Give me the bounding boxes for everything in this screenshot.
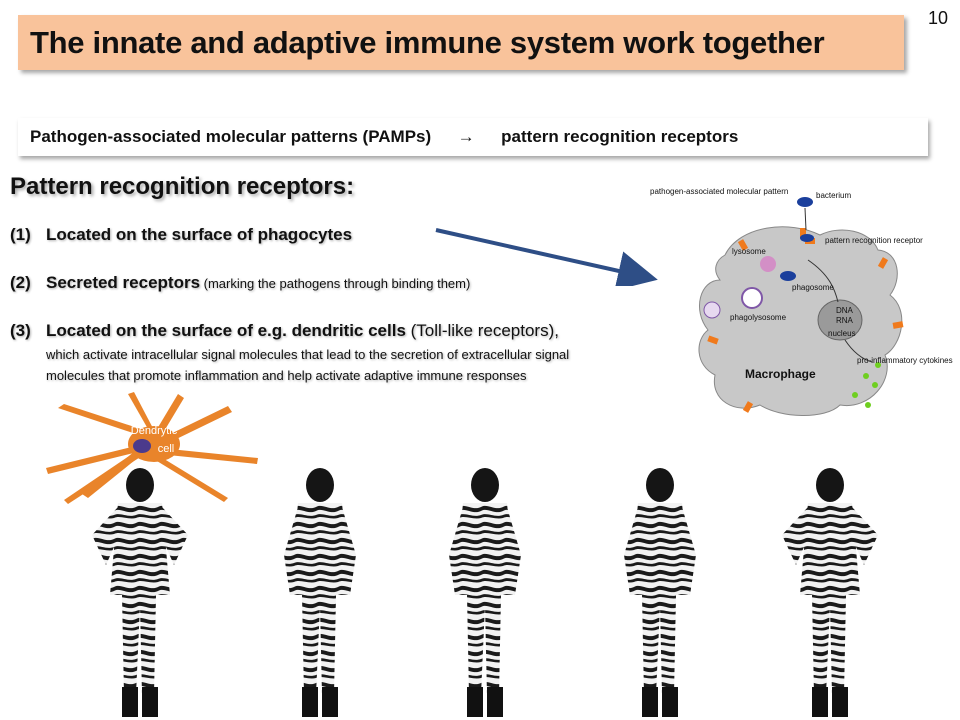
lysosome-icon xyxy=(760,256,776,272)
label-rna: RNA xyxy=(836,316,854,325)
macrophage-diagram: pathogen-associated molecular pattern ba… xyxy=(650,187,953,416)
list-number: (3) xyxy=(10,321,31,340)
list-item-2: (2) Secreted receptors (marking the patho… xyxy=(10,273,470,293)
person-figure-1 xyxy=(92,468,188,717)
label-cytokines: pro-inflammatory cytokines xyxy=(857,356,953,365)
dendritic-cell-illustration: Dendrytic cell xyxy=(46,392,258,504)
macrophage-cell-body xyxy=(698,226,903,416)
person-figure-3 xyxy=(449,468,521,717)
slide-title: The innate and adaptive immune system wo… xyxy=(30,24,825,60)
label-macrophage: Macrophage xyxy=(745,367,816,381)
dendritic-label-line2: cell xyxy=(158,443,175,455)
cytokine-dots xyxy=(852,362,881,408)
label-dna: DNA xyxy=(836,306,854,315)
list-item-bold: Located on the surface of e.g. dendritic… xyxy=(46,321,406,340)
prr-heading: Pattern recognition receptors: xyxy=(10,173,355,200)
bacterium-bound-icon xyxy=(800,234,814,242)
item3-detail-line-1: which activate intracellular signal mole… xyxy=(46,347,570,362)
slide-number: 10 xyxy=(928,8,949,28)
list-number: (2) xyxy=(10,273,31,292)
list-item-1: (1) Located on the surface of phagocytes xyxy=(10,225,352,245)
prr-text: pattern recognition receptors xyxy=(501,127,739,146)
list-number: (1) xyxy=(10,225,31,244)
label-lysosome: lysosome xyxy=(732,247,766,256)
label-pamp: pathogen-associated molecular pattern xyxy=(650,187,788,196)
list-item-3: (3) Located on the surface of e.g. dendri… xyxy=(10,321,559,341)
phagolysosome-icon xyxy=(741,287,763,309)
blue-pointer-arrow xyxy=(435,228,658,286)
label-phagolysosome: phagolysosome xyxy=(730,313,787,322)
phagosome-icon xyxy=(780,271,796,281)
dendritic-label-line1: Dendrytic xyxy=(131,425,178,437)
person-figure-5 xyxy=(782,468,878,717)
list-item-note: (marking the pathogens through binding t… xyxy=(200,276,471,291)
label-prr: pattern recognition receptor xyxy=(825,236,923,245)
label-phagosome: phagosome xyxy=(792,283,834,292)
list-item-bold: Located on the surface of phagocytes xyxy=(46,225,353,244)
pamp-line-box: Pathogen-associated molecular patterns (… xyxy=(18,118,928,156)
list-item-bold: Secreted receptors xyxy=(46,273,201,292)
label-nucleus: nucleus xyxy=(828,329,856,338)
bacterium-icon xyxy=(797,197,813,207)
nucleus-icon xyxy=(817,299,863,341)
dendritic-nucleus-icon xyxy=(133,439,151,453)
item3-detail-line-2: molecules that promote inflammation and … xyxy=(46,368,527,383)
zebra-suit-people xyxy=(92,468,878,717)
pamp-text: Pathogen-associated molecular patterns (… xyxy=(30,127,432,146)
person-figure-4 xyxy=(624,468,696,717)
person-figure-2 xyxy=(284,468,356,717)
label-bacterium: bacterium xyxy=(816,191,851,200)
title-banner: The innate and adaptive immune system wo… xyxy=(18,15,904,70)
right-arrow-icon: → xyxy=(457,127,475,146)
list-item-normal: (Toll-like receptors), xyxy=(405,321,559,340)
